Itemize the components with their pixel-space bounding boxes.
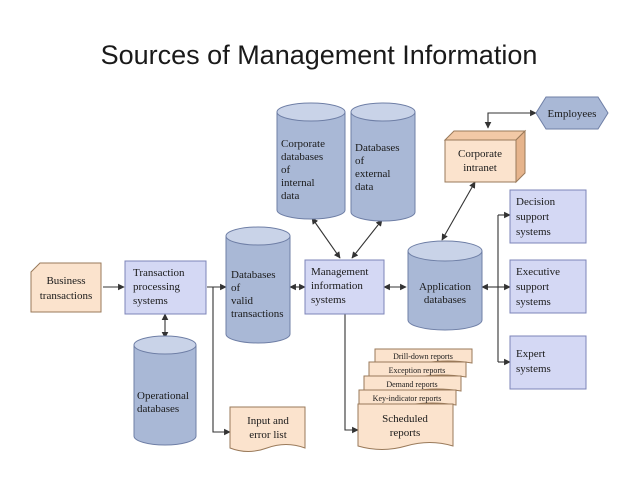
page-title: Sources of Management Information [100,40,538,70]
valid-db-label-4: transactions [231,308,284,320]
scheduled-reports-doc: Scheduled reports [357,403,454,450]
dss-label-2: support [516,211,549,223]
internal-db-label-4: internal [281,177,315,189]
ess-label-3: systems [516,296,551,308]
corporate-intranet-node: Corporate intranet [443,129,527,184]
ess-label-2: support [516,281,549,293]
external-db-label-4: data [355,181,373,193]
corporate-internal-db-node: Corporate databases of internal data [276,102,346,220]
management-information-systems-node: Management information systems [304,259,385,315]
connectors [103,109,537,436]
tps-label-1: Transaction [133,267,185,279]
external-db-label-2: of [355,155,365,167]
input-error-label-1: Input and [247,415,289,427]
key-indicator-label: Key-indicator reports [373,394,442,403]
arrow-mis-to-reports [344,314,359,434]
application-db-node: Application databases [407,240,483,331]
business-transactions-label-1: Business [46,275,85,287]
arrow-external-db-mis [351,219,383,259]
arrow-internal-db-mis [311,217,341,259]
valid-db-label-2: of [231,282,241,294]
scheduled-label-2: reports [390,427,421,439]
arrow-app-db-intranet [441,181,476,241]
intranet-label-2: intranet [463,162,497,174]
expert-label-1: Expert [516,348,545,360]
valid-transactions-db-node: Databases of valid transactions [225,226,291,344]
valid-db-label-1: Databases [231,269,276,281]
transaction-processing-systems-node: Transaction processing systems [124,260,207,315]
operational-db-label-1: Operational [137,390,189,402]
tps-label-3: systems [133,295,168,307]
tps-label-2: processing [133,281,181,293]
mis-label-3: systems [311,294,346,306]
scheduled-label-1: Scheduled [382,413,428,425]
employees-label: Employees [548,108,597,120]
employees-node: Employees [535,96,609,130]
executive-support-systems-node: Executive support systems [509,259,587,314]
exception-label: Exception reports [389,366,446,375]
decision-support-systems-node: Decision support systems [509,189,587,244]
input-error-list-node: Input and error list [229,406,306,452]
internal-db-label-5: data [281,190,299,202]
valid-db-label-3: valid [231,295,253,307]
intranet-label-1: Corporate [458,148,502,160]
operational-db-label-2: databases [137,403,179,415]
internal-db-label-2: databases [281,151,323,163]
input-error-label-2: error list [249,429,287,441]
internal-db-label-3: of [281,164,291,176]
mis-label-1: Management [311,266,368,278]
external-db-label-1: Databases [355,142,400,154]
business-transactions-node: Business transactions [30,262,102,313]
mis-label-2: information [311,280,363,292]
demand-label: Demand reports [386,380,437,389]
arrow-intranet-employees [484,109,537,129]
internal-db-label-1: Corporate [281,138,325,150]
ess-label-1: Executive [516,266,560,278]
arrow-tps-to-input-error [212,287,231,436]
expert-label-2: systems [516,363,551,375]
app-db-label-2: databases [424,294,466,306]
expert-systems-node: Expert systems [509,335,587,390]
business-transactions-label-2: transactions [40,290,93,302]
dss-label-1: Decision [516,196,556,208]
operational-db-node: Operational databases [133,335,197,446]
dss-label-3: systems [516,226,551,238]
external-db-node: Databases of external data [350,102,416,222]
external-db-label-3: external [355,168,390,180]
reports-stack: Drill-down reports Exception reports Dem… [357,348,473,450]
drill-down-label: Drill-down reports [393,352,453,361]
app-db-label-1: Application [419,281,471,293]
